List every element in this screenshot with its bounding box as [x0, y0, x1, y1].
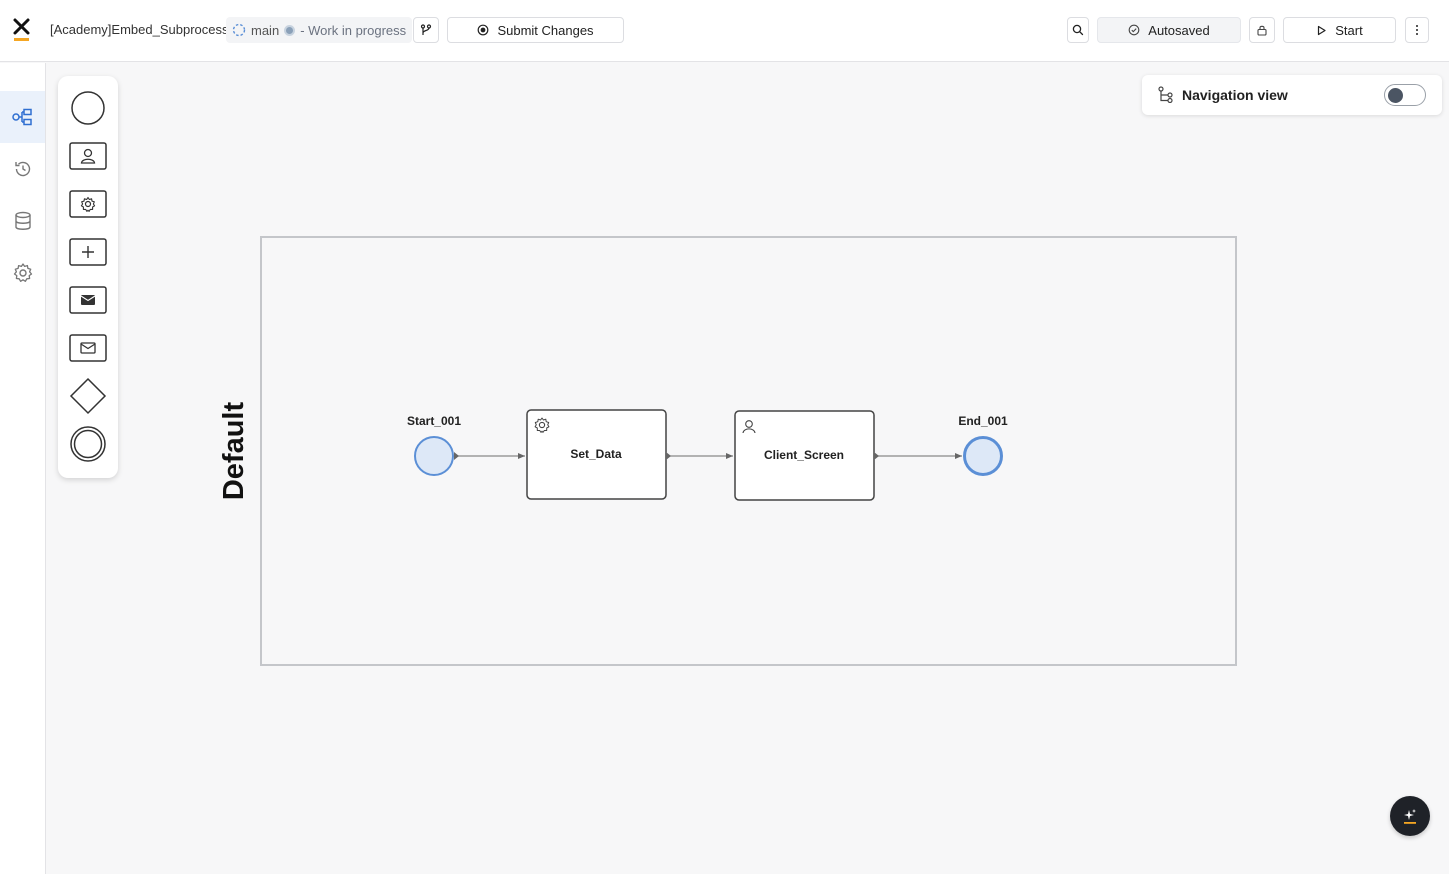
end-event[interactable] — [963, 436, 1003, 476]
submit-changes-button[interactable]: Submit Changes — [447, 17, 624, 43]
start-event[interactable] — [414, 436, 454, 476]
lock-button[interactable] — [1249, 17, 1275, 43]
start-button[interactable]: Start — [1283, 17, 1396, 43]
toggle-knob — [1388, 87, 1403, 103]
more-vertical-icon — [1416, 25, 1418, 35]
play-icon — [1318, 25, 1326, 35]
service-task-gear-icon — [534, 417, 550, 433]
gateway-icon — [69, 377, 107, 415]
branch-button[interactable] — [413, 17, 439, 43]
end-event-label: End_001 — [958, 414, 1008, 428]
branch-status-icon — [232, 23, 246, 37]
navigation-view-label: Navigation view — [1182, 87, 1288, 103]
autosave-status: Autosaved — [1097, 17, 1241, 43]
database-icon — [14, 211, 31, 230]
task-client-screen-label: Client_Screen — [764, 448, 844, 462]
git-branch-icon — [420, 24, 432, 35]
start-event-label: Start_001 — [407, 414, 461, 428]
branch-name: main — [251, 22, 280, 38]
palette-end-event[interactable] — [68, 424, 108, 464]
flow-start-marker-3 — [874, 452, 879, 460]
process-title: [Academy]Embed_Subprocess — [50, 22, 229, 37]
submit-changes-label: Submit Changes — [497, 22, 594, 38]
receive-message-icon — [69, 334, 107, 362]
element-palette — [58, 76, 118, 478]
sparkle-icon — [1404, 809, 1416, 824]
palette-send-message-task[interactable] — [68, 280, 108, 320]
palette-service-task[interactable] — [68, 184, 108, 224]
version-status-icon — [284, 24, 296, 36]
user-task-person-icon — [742, 420, 756, 434]
version-status: - Work in progress — [300, 22, 407, 38]
subprocess-icon — [69, 238, 107, 266]
branch-selector[interactable]: main - Work in progress — [226, 17, 413, 43]
history-icon — [14, 161, 30, 177]
settings-icon — [13, 263, 32, 282]
rail-item-data[interactable] — [0, 195, 45, 247]
ai-assistant-button[interactable] — [1390, 796, 1430, 836]
search-button[interactable] — [1067, 17, 1089, 43]
app-logo[interactable] — [12, 17, 32, 43]
check-circle-icon — [1128, 24, 1140, 36]
process-icon — [11, 108, 32, 126]
user-task-icon — [69, 142, 107, 170]
swimlane-label: Default — [218, 402, 250, 501]
rail-item-process[interactable] — [0, 91, 45, 143]
navigation-view-toggle[interactable] — [1384, 84, 1426, 106]
start-event-icon — [71, 91, 105, 125]
rail-item-history[interactable] — [0, 143, 45, 195]
more-options-button[interactable] — [1405, 17, 1429, 43]
lock-icon — [1257, 25, 1267, 36]
search-icon — [1072, 24, 1084, 36]
send-message-icon — [69, 286, 107, 314]
flow-start-marker-2 — [666, 452, 671, 460]
top-bar: [Academy]Embed_Subprocess main - Work in… — [0, 0, 1449, 62]
service-task-icon — [69, 190, 107, 218]
end-event-icon — [70, 426, 106, 462]
start-label: Start — [1335, 22, 1363, 38]
palette-receive-message-task[interactable] — [68, 328, 108, 368]
autosave-label: Autosaved — [1148, 22, 1210, 38]
navigation-view-panel: Navigation view — [1142, 75, 1442, 115]
record-icon — [478, 24, 489, 36]
palette-subprocess[interactable] — [68, 232, 108, 272]
navigation-tree-icon — [1158, 86, 1173, 103]
rail-item-settings[interactable] — [0, 247, 45, 299]
palette-gateway[interactable] — [68, 376, 108, 416]
left-rail — [0, 63, 46, 874]
flow-start-marker-1 — [454, 452, 459, 460]
task-set-data-label: Set_Data — [570, 447, 622, 461]
palette-user-task[interactable] — [68, 136, 108, 176]
palette-start-event[interactable] — [68, 88, 108, 128]
